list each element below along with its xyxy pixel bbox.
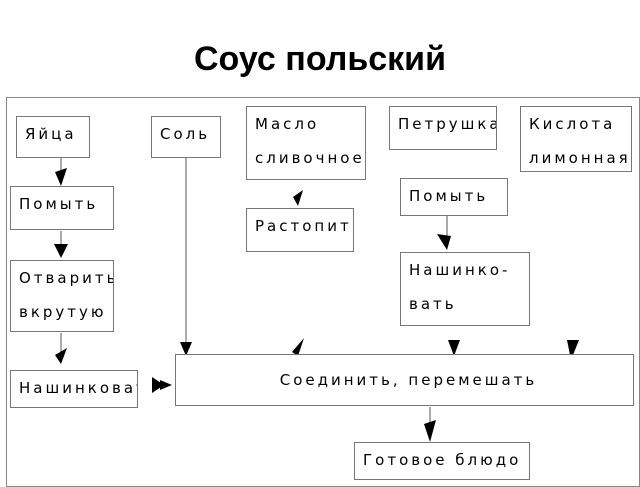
edge-chop-combine bbox=[152, 377, 172, 393]
node-wash-parsley: Помыть bbox=[400, 178, 508, 216]
edge-boil-chop bbox=[55, 333, 67, 364]
edge-wash-boil bbox=[54, 231, 68, 258]
edge-eggs-wash bbox=[55, 158, 67, 186]
arrowhead bbox=[55, 348, 67, 364]
arrowhead bbox=[55, 168, 67, 186]
edge-wash-chop-parsley bbox=[437, 216, 451, 250]
arrowhead bbox=[292, 338, 304, 356]
arrowhead bbox=[448, 340, 460, 356]
arrowhead bbox=[152, 377, 164, 393]
node-combine: Соединить, перемешать bbox=[175, 354, 634, 406]
node-eggs: Яйца bbox=[16, 116, 90, 158]
arrowhead bbox=[160, 380, 172, 390]
arrowhead bbox=[54, 244, 68, 258]
arrowhead bbox=[424, 420, 436, 442]
page-title: Соус польский bbox=[194, 40, 446, 78]
node-butter: Масло сливочное bbox=[246, 106, 366, 180]
arrowhead bbox=[180, 342, 192, 356]
node-boil: Отварить вкрутую bbox=[10, 260, 114, 332]
edge-combine-done bbox=[424, 407, 436, 442]
edge-melt-combine bbox=[292, 338, 304, 356]
arrowhead bbox=[293, 190, 303, 206]
node-acid: Кислота лимонная bbox=[520, 106, 632, 172]
node-chop-parsley: Нашинко- вать bbox=[400, 252, 530, 326]
node-done: Готовое блюдо bbox=[354, 442, 530, 480]
node-chop-eggs: Нашинковать bbox=[10, 370, 138, 408]
node-parsley: Петрушка bbox=[389, 106, 497, 150]
edge-butter-melt bbox=[293, 190, 303, 206]
edge-parsley-combine bbox=[448, 340, 460, 356]
edge-salt-combine bbox=[180, 158, 192, 356]
node-salt: Соль bbox=[151, 116, 221, 158]
node-wash-eggs: Помыть bbox=[10, 186, 114, 230]
node-melt: Растопить bbox=[246, 208, 354, 252]
arrowhead bbox=[437, 234, 451, 250]
